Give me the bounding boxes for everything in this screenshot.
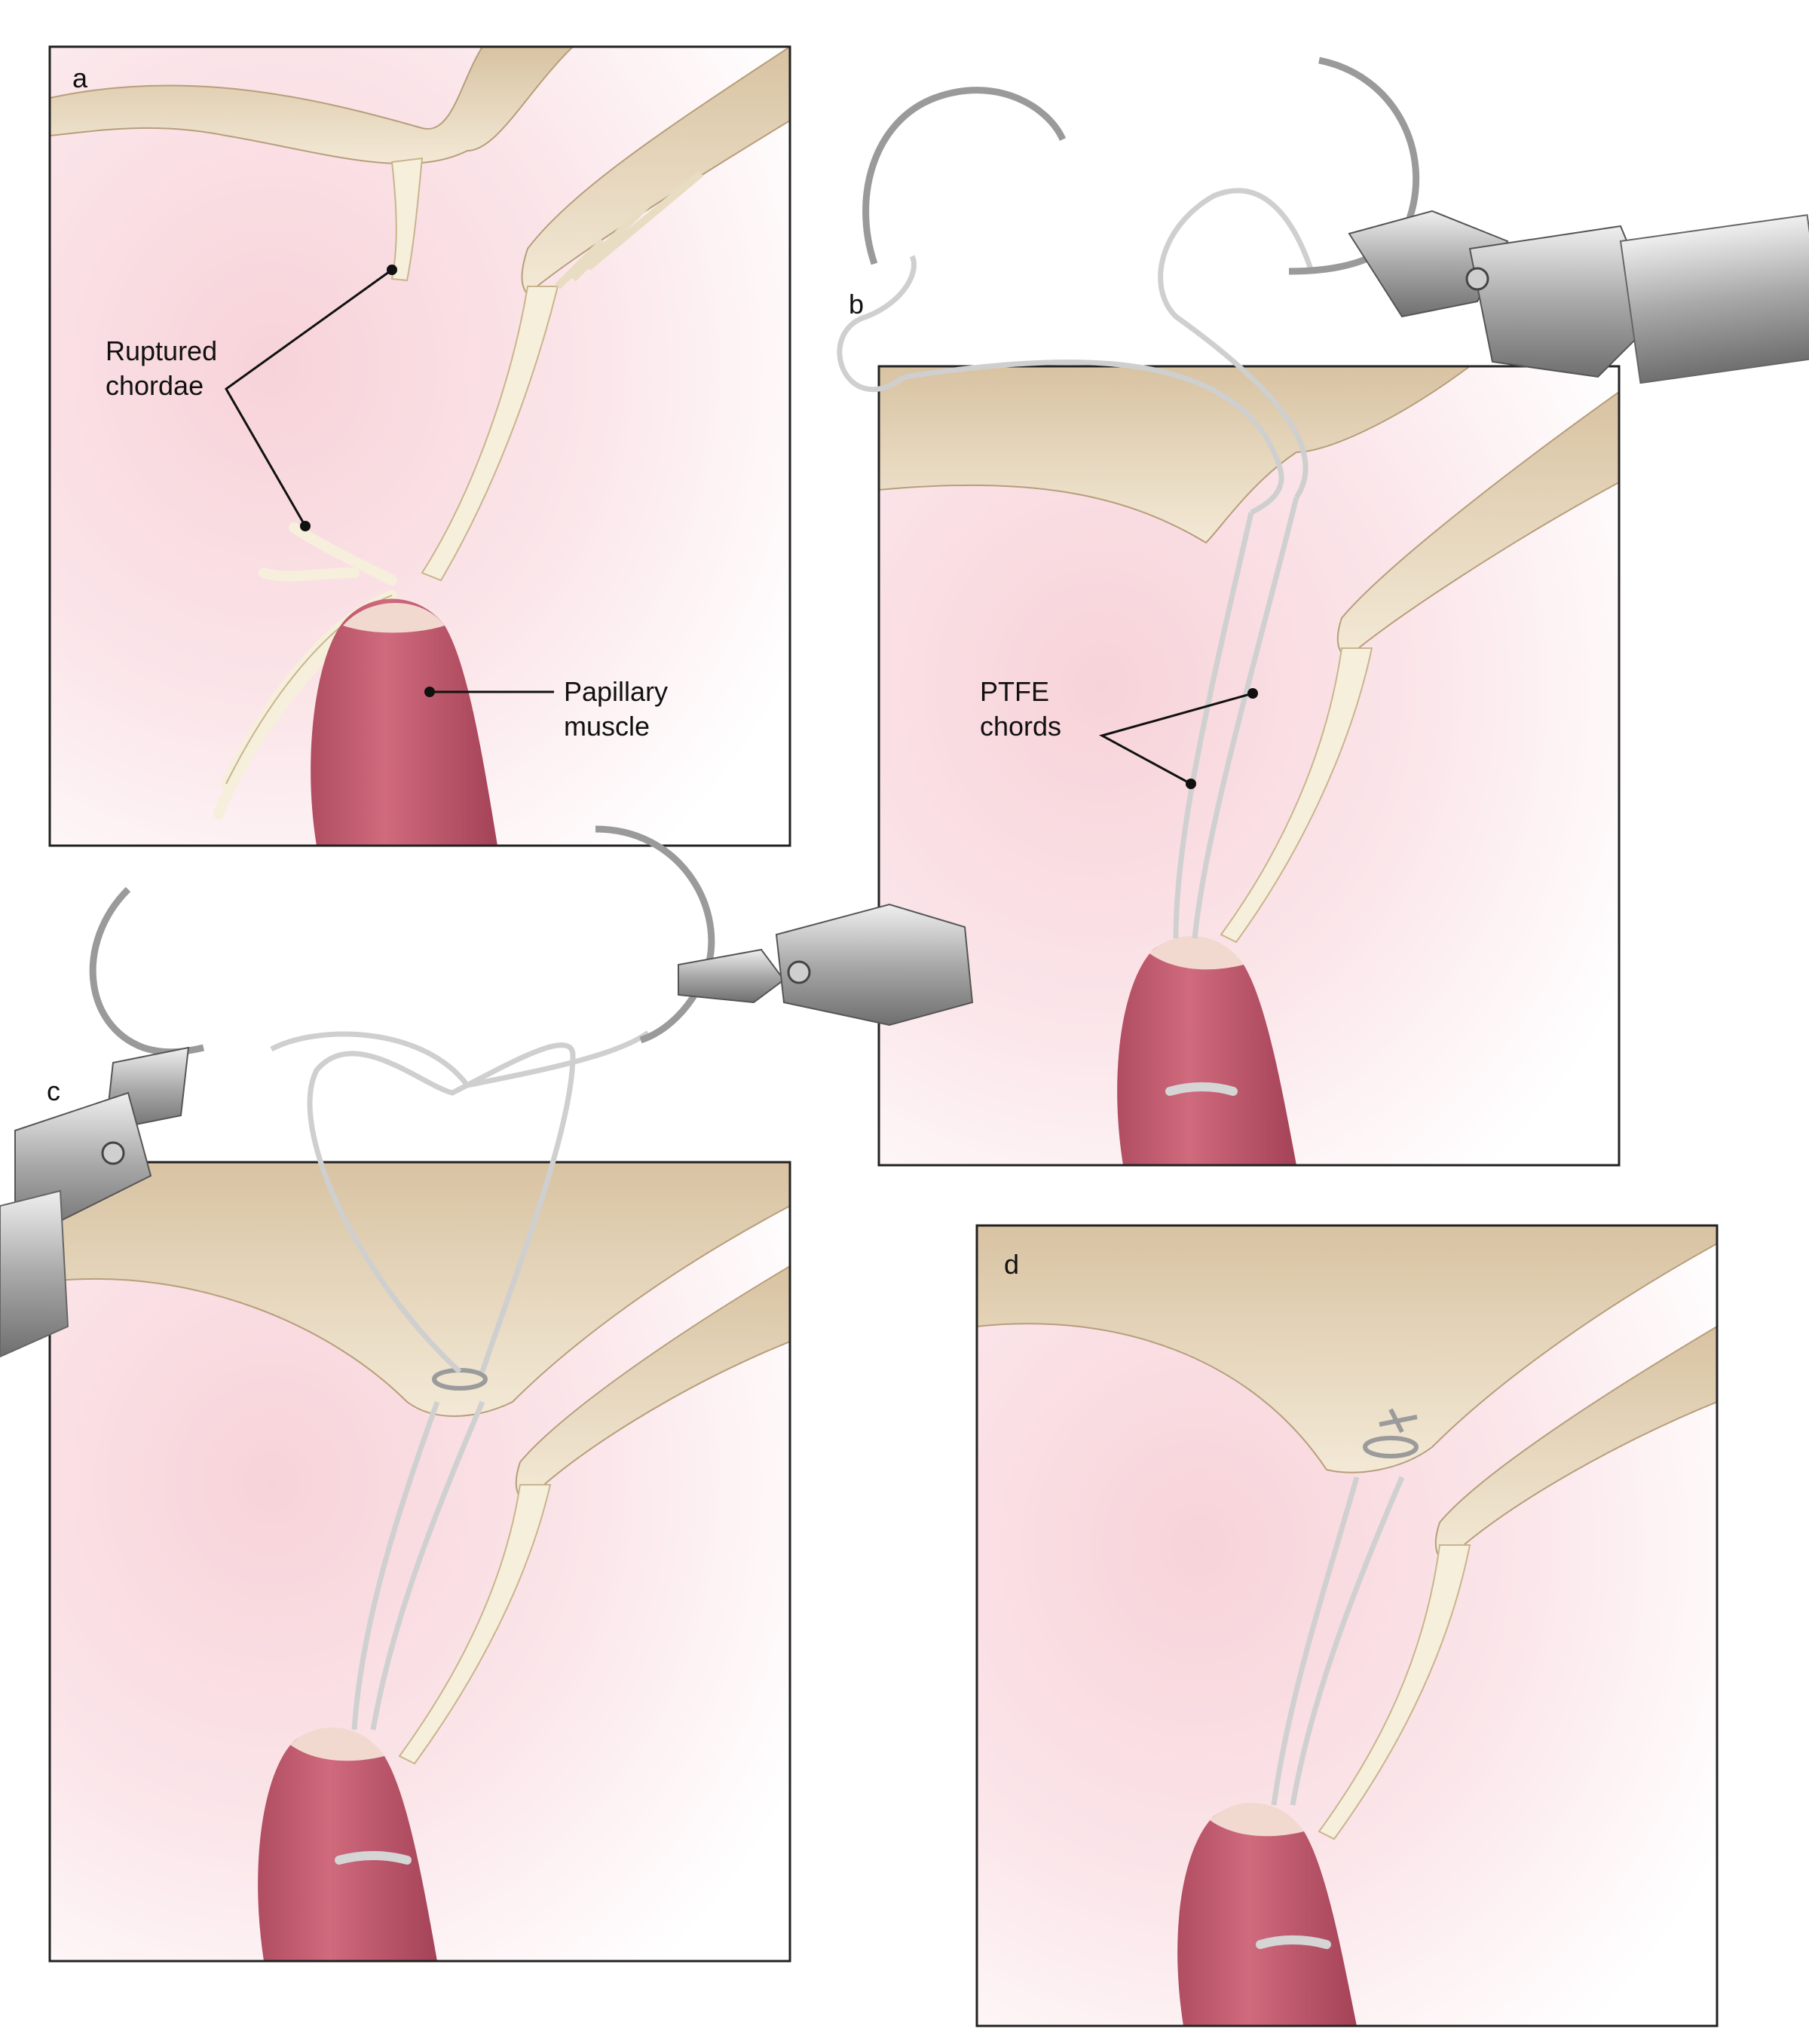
pledget-suture-d: [1256, 1935, 1331, 1949]
ruptured-chord-upper: [390, 157, 424, 282]
ruptured-chordae-callout: Ruptured chordae: [106, 265, 397, 531]
papillary-muscle-b: [1117, 936, 1296, 1165]
panel-letter-c: c: [47, 1076, 60, 1106]
ruptured-pointer-dot-upper: [387, 265, 397, 275]
ptfe-label-line2: chords: [980, 711, 1061, 742]
panel-a-border: [48, 45, 791, 847]
pledget-suture-b: [1165, 1082, 1238, 1096]
papillary-label-line2: muscle: [564, 711, 650, 742]
panel-letter-d: d: [1004, 1249, 1019, 1280]
needle-driver-c-right: [678, 903, 974, 1027]
papillary-pointer-dot: [424, 687, 435, 697]
papillary-muscle-c: [258, 1727, 437, 1961]
instrument-pivot-screw: [1465, 267, 1489, 291]
panel-d: d: [975, 1224, 1719, 2027]
panel-c: c: [0, 825, 974, 1963]
needle-driver-c-left: [0, 1046, 190, 1358]
posterior-leaflet-d: [1434, 1325, 1717, 1562]
ruptured-chord-lower: [213, 522, 397, 819]
papillary-callout: Papillary muscle: [424, 676, 668, 742]
suture-thread-c: [270, 1030, 650, 1088]
ptfe-chord-d-left: [1271, 1476, 1360, 1806]
ruptured-leader-line: [225, 268, 393, 527]
needle-b-right: [1288, 57, 1419, 275]
panel-b-border: [877, 365, 1621, 1167]
papillary-muscle-d: [1177, 1803, 1357, 2026]
ptfe-label-line1: PTFE: [980, 676, 1049, 707]
posterior-leaflet-c: [515, 1265, 790, 1501]
pledget-suture-c: [335, 1851, 412, 1865]
ptfe-chord-right: [1192, 497, 1299, 939]
papillary-muscle: [311, 598, 497, 846]
ruptured-label-line2: chordae: [106, 370, 204, 401]
needle-b-left: [862, 87, 1067, 265]
intact-chordae-b: [1220, 647, 1373, 944]
panel-letter-a: a: [72, 63, 88, 93]
ptfe-chord-d-right: [1290, 1476, 1405, 1806]
suture-thread-b: [904, 359, 1284, 516]
papillary-label-line1: Papillary: [564, 676, 668, 707]
panel-d-border: [975, 1224, 1719, 2027]
panel-letter-b: b: [849, 289, 864, 320]
anterior-leaflet-d: [977, 1225, 1717, 1473]
ptfe-pointer-dot-upper: [1247, 688, 1258, 699]
ptfe-chord-c-right: [370, 1400, 485, 1730]
suture-loop-c: [307, 1042, 576, 1374]
anterior-leaflet-c: [50, 1162, 790, 1417]
ptfe-chord-left: [1173, 512, 1254, 939]
suture-loop-b-left: [837, 255, 917, 392]
intact-chordae-d: [1318, 1544, 1471, 1841]
suture-thread-b-right: [1158, 188, 1315, 499]
panel-a: a Ruptured chordae Papillary muscle: [48, 45, 791, 847]
panel-b: b PTFE chords: [837, 57, 1809, 1167]
needle-c-right: [595, 825, 715, 1044]
panel-c-border: [48, 1161, 791, 1963]
intact-chordae-c: [398, 1484, 552, 1765]
instrument-pivot-screw: [101, 1141, 125, 1165]
ptfe-chord-c-left: [351, 1400, 440, 1730]
instrument-pivot-screw: [787, 960, 811, 984]
anterior-leaflet-b: [879, 366, 1471, 544]
ruptured-label-line1: Ruptured: [106, 335, 217, 366]
needle-c-left: [89, 886, 205, 1056]
intact-chordae: [421, 286, 559, 582]
ruptured-pointer-dot-lower: [300, 521, 311, 531]
posterior-leaflet-b: [1336, 390, 1619, 657]
needle-driver-b: [1348, 210, 1809, 384]
tied-knot-d: [1363, 1408, 1419, 1458]
anterior-leaflet: [50, 47, 790, 165]
ptfe-pointer-dot-lower: [1186, 779, 1196, 789]
ptfe-chords-callout: PTFE chords: [980, 676, 1258, 789]
ptfe-leader-line: [1099, 692, 1253, 785]
